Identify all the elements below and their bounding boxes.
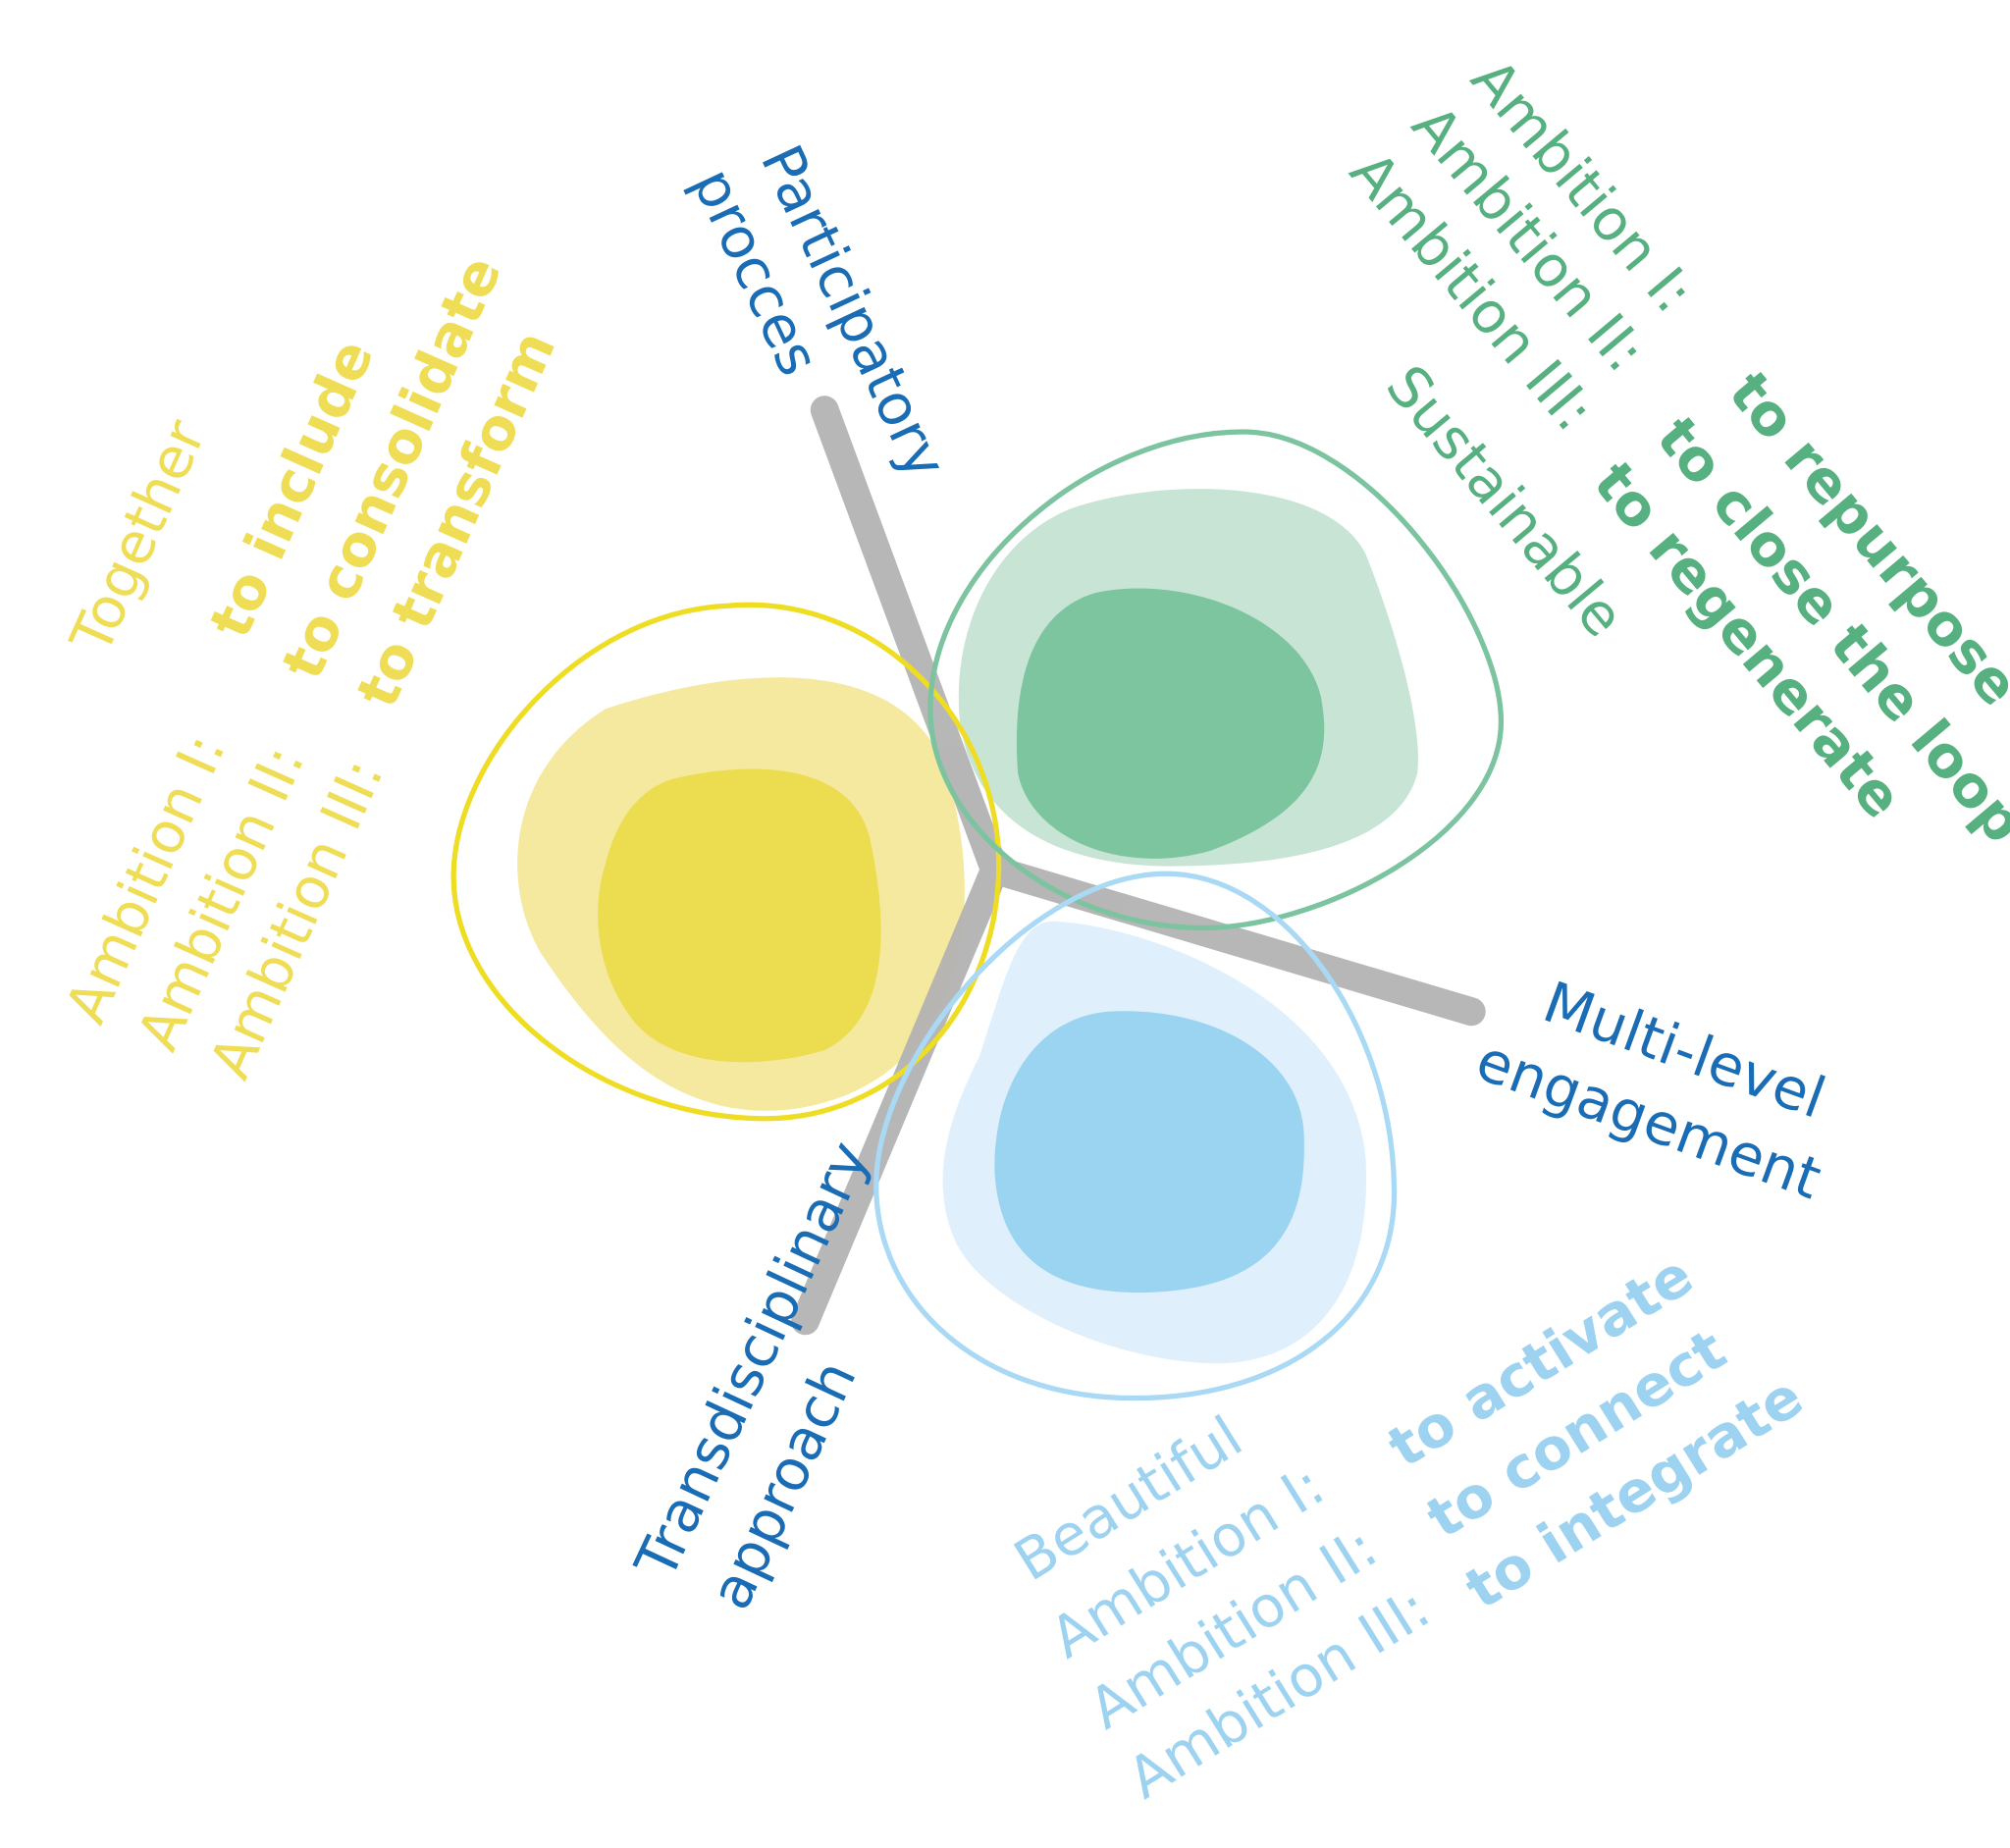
beautiful-outline <box>873 871 1398 1401</box>
axis-transdisciplinary <box>791 855 1009 1336</box>
beautiful-blob <box>942 921 1367 1364</box>
together-blob <box>517 677 965 1111</box>
sustainable-blob <box>958 489 1418 867</box>
beautiful-blob-inner-fill <box>994 1011 1304 1294</box>
axes <box>791 396 1486 1336</box>
together-title: Together <box>57 410 219 664</box>
sustainable-blob-inner-fill <box>1016 588 1325 859</box>
sustainable-outline <box>927 429 1505 931</box>
together-outline <box>450 602 1002 1122</box>
together-blob-inner-fill <box>598 768 881 1063</box>
